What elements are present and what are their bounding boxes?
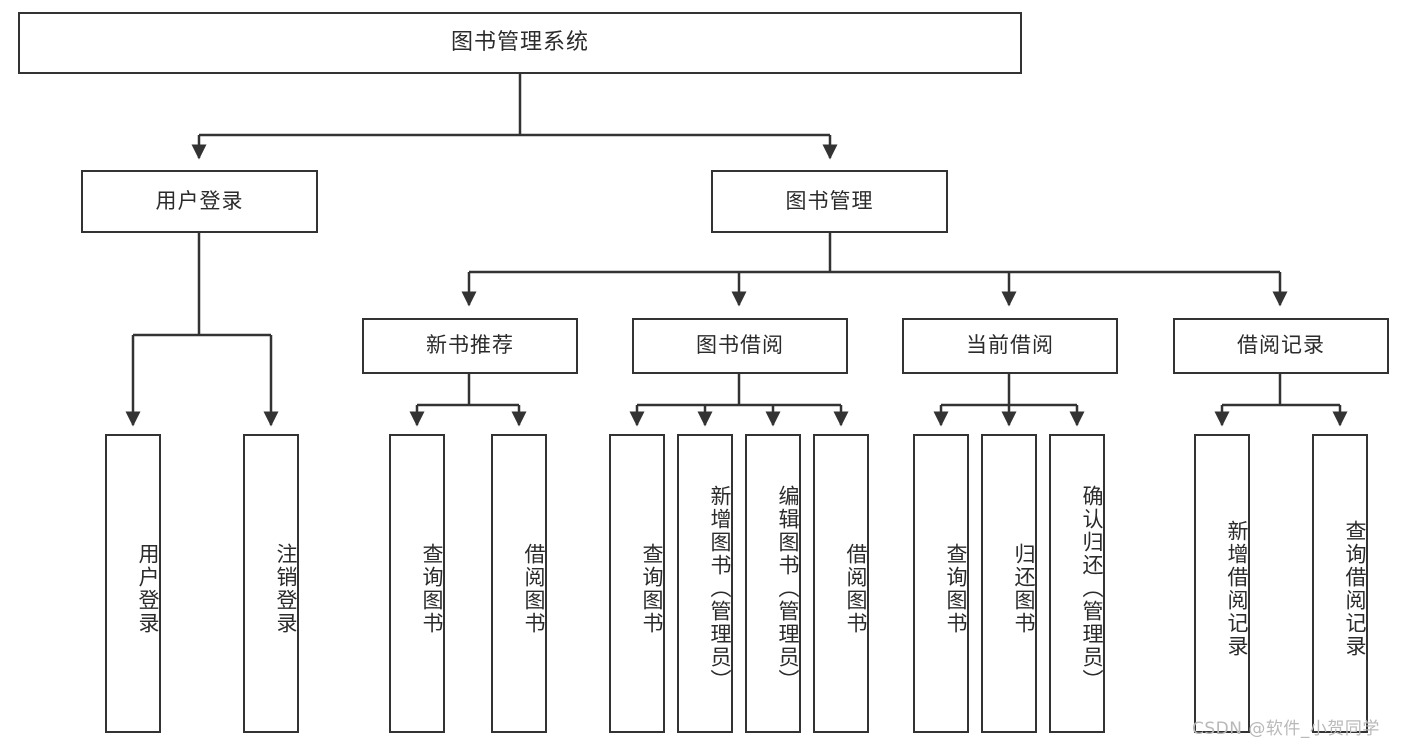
- node-label: 新增借阅记录: [1225, 519, 1249, 658]
- node-label: 新书推荐: [426, 333, 514, 358]
- node-label: 确认归还（管理员）: [1080, 485, 1104, 692]
- node-label: 查询图书: [420, 542, 444, 635]
- leaf-current-query-book[interactable]: 查询图书: [913, 434, 969, 733]
- node-label: 借阅记录: [1237, 333, 1325, 358]
- leaf-borrow-add-book[interactable]: 新增图书（管理员）: [677, 434, 733, 733]
- node-user-login[interactable]: 用户登录: [81, 170, 318, 233]
- leaf-borrow-borrow-book[interactable]: 借阅图书: [813, 434, 869, 733]
- leaf-borrow-edit-book[interactable]: 编辑图书（管理员）: [745, 434, 801, 733]
- leaf-new-book-borrow[interactable]: 借阅图书: [491, 434, 547, 733]
- node-label: 查询借阅记录: [1343, 519, 1367, 658]
- node-label: 图书管理: [785, 188, 874, 213]
- node-label: 当前借阅: [966, 333, 1054, 358]
- leaf-borrow-query-book[interactable]: 查询图书: [609, 434, 665, 733]
- node-label: 查询图书: [944, 542, 968, 635]
- node-label: 查询图书: [640, 542, 664, 635]
- node-label: 借阅图书: [522, 542, 546, 635]
- node-label: 图书借阅: [696, 333, 784, 358]
- node-label: 借阅图书: [844, 542, 868, 635]
- leaf-user-login-login[interactable]: 用户登录: [105, 434, 161, 733]
- leaf-record-add-record[interactable]: 新增借阅记录: [1194, 434, 1250, 733]
- node-label: 用户登录: [155, 188, 244, 213]
- node-root-book-management-system[interactable]: 图书管理系统: [18, 12, 1022, 74]
- leaf-current-confirm-return[interactable]: 确认归还（管理员）: [1049, 434, 1105, 733]
- node-label: 图书管理系统: [450, 29, 589, 55]
- node-current-borrow[interactable]: 当前借阅: [902, 318, 1118, 374]
- node-label: 归还图书: [1012, 542, 1036, 635]
- node-label: 编辑图书（管理员）: [776, 485, 800, 692]
- leaf-record-query-record[interactable]: 查询借阅记录: [1312, 434, 1368, 733]
- csdn-watermark: CSDN @软件_小贺同学: [1192, 719, 1380, 739]
- node-book-management[interactable]: 图书管理: [711, 170, 948, 233]
- leaf-user-login-logout[interactable]: 注销登录: [243, 434, 299, 733]
- node-borrow-record[interactable]: 借阅记录: [1173, 318, 1389, 374]
- node-label: 新增图书（管理员）: [708, 485, 732, 692]
- node-book-borrow[interactable]: 图书借阅: [632, 318, 848, 374]
- leaf-new-book-query[interactable]: 查询图书: [389, 434, 445, 733]
- leaf-current-return-book[interactable]: 归还图书: [981, 434, 1037, 733]
- node-label: 注销登录: [274, 542, 298, 635]
- node-label: 用户登录: [136, 542, 160, 635]
- node-new-book-recommend[interactable]: 新书推荐: [362, 318, 578, 374]
